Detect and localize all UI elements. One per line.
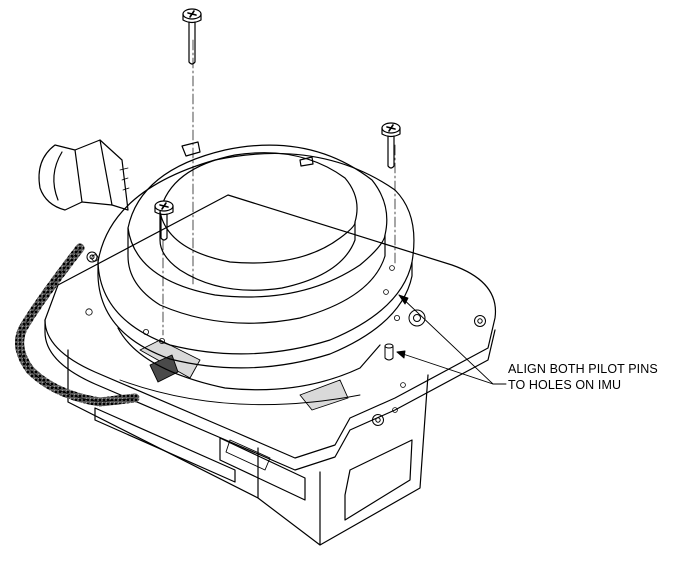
assembly-centerlines [162, 39, 396, 336]
imu-key-notch [299, 156, 314, 167]
housing-window [344, 439, 413, 521]
imu-cap-top [159, 211, 356, 264]
internal-electronics [119, 339, 361, 471]
flange-holes [85, 254, 406, 413]
screw-top [182, 8, 202, 65]
cable-outline [19, 247, 136, 403]
imu-tab [181, 141, 201, 157]
screw-right [381, 122, 401, 169]
imu-flange [97, 152, 415, 355]
housing-lower-slot [94, 407, 236, 483]
base-plate [44, 194, 497, 459]
pilot-pin-callout: ALIGN BOTH PILOT PINS TO HOLES ON IMU [508, 361, 658, 393]
connector [38, 139, 130, 211]
imu-flange-side [97, 261, 413, 369]
imu-body [127, 144, 388, 324]
callout-line-2: TO HOLES ON IMU [508, 378, 622, 392]
screw-middle [154, 200, 174, 241]
housing-front-panel [219, 437, 306, 501]
base-plate-edge [44, 319, 496, 471]
imu-skirt [117, 327, 381, 391]
lower-housing [67, 349, 429, 546]
callout-line-1: ALIGN BOTH PILOT PINS [508, 362, 658, 376]
plate-screw-heads [86, 251, 486, 426]
imu-cap [159, 152, 358, 291]
cable [15, 243, 140, 407]
callout-leaders [396, 294, 507, 385]
pilot-pin [384, 343, 394, 361]
imu-body-tier [127, 227, 386, 298]
